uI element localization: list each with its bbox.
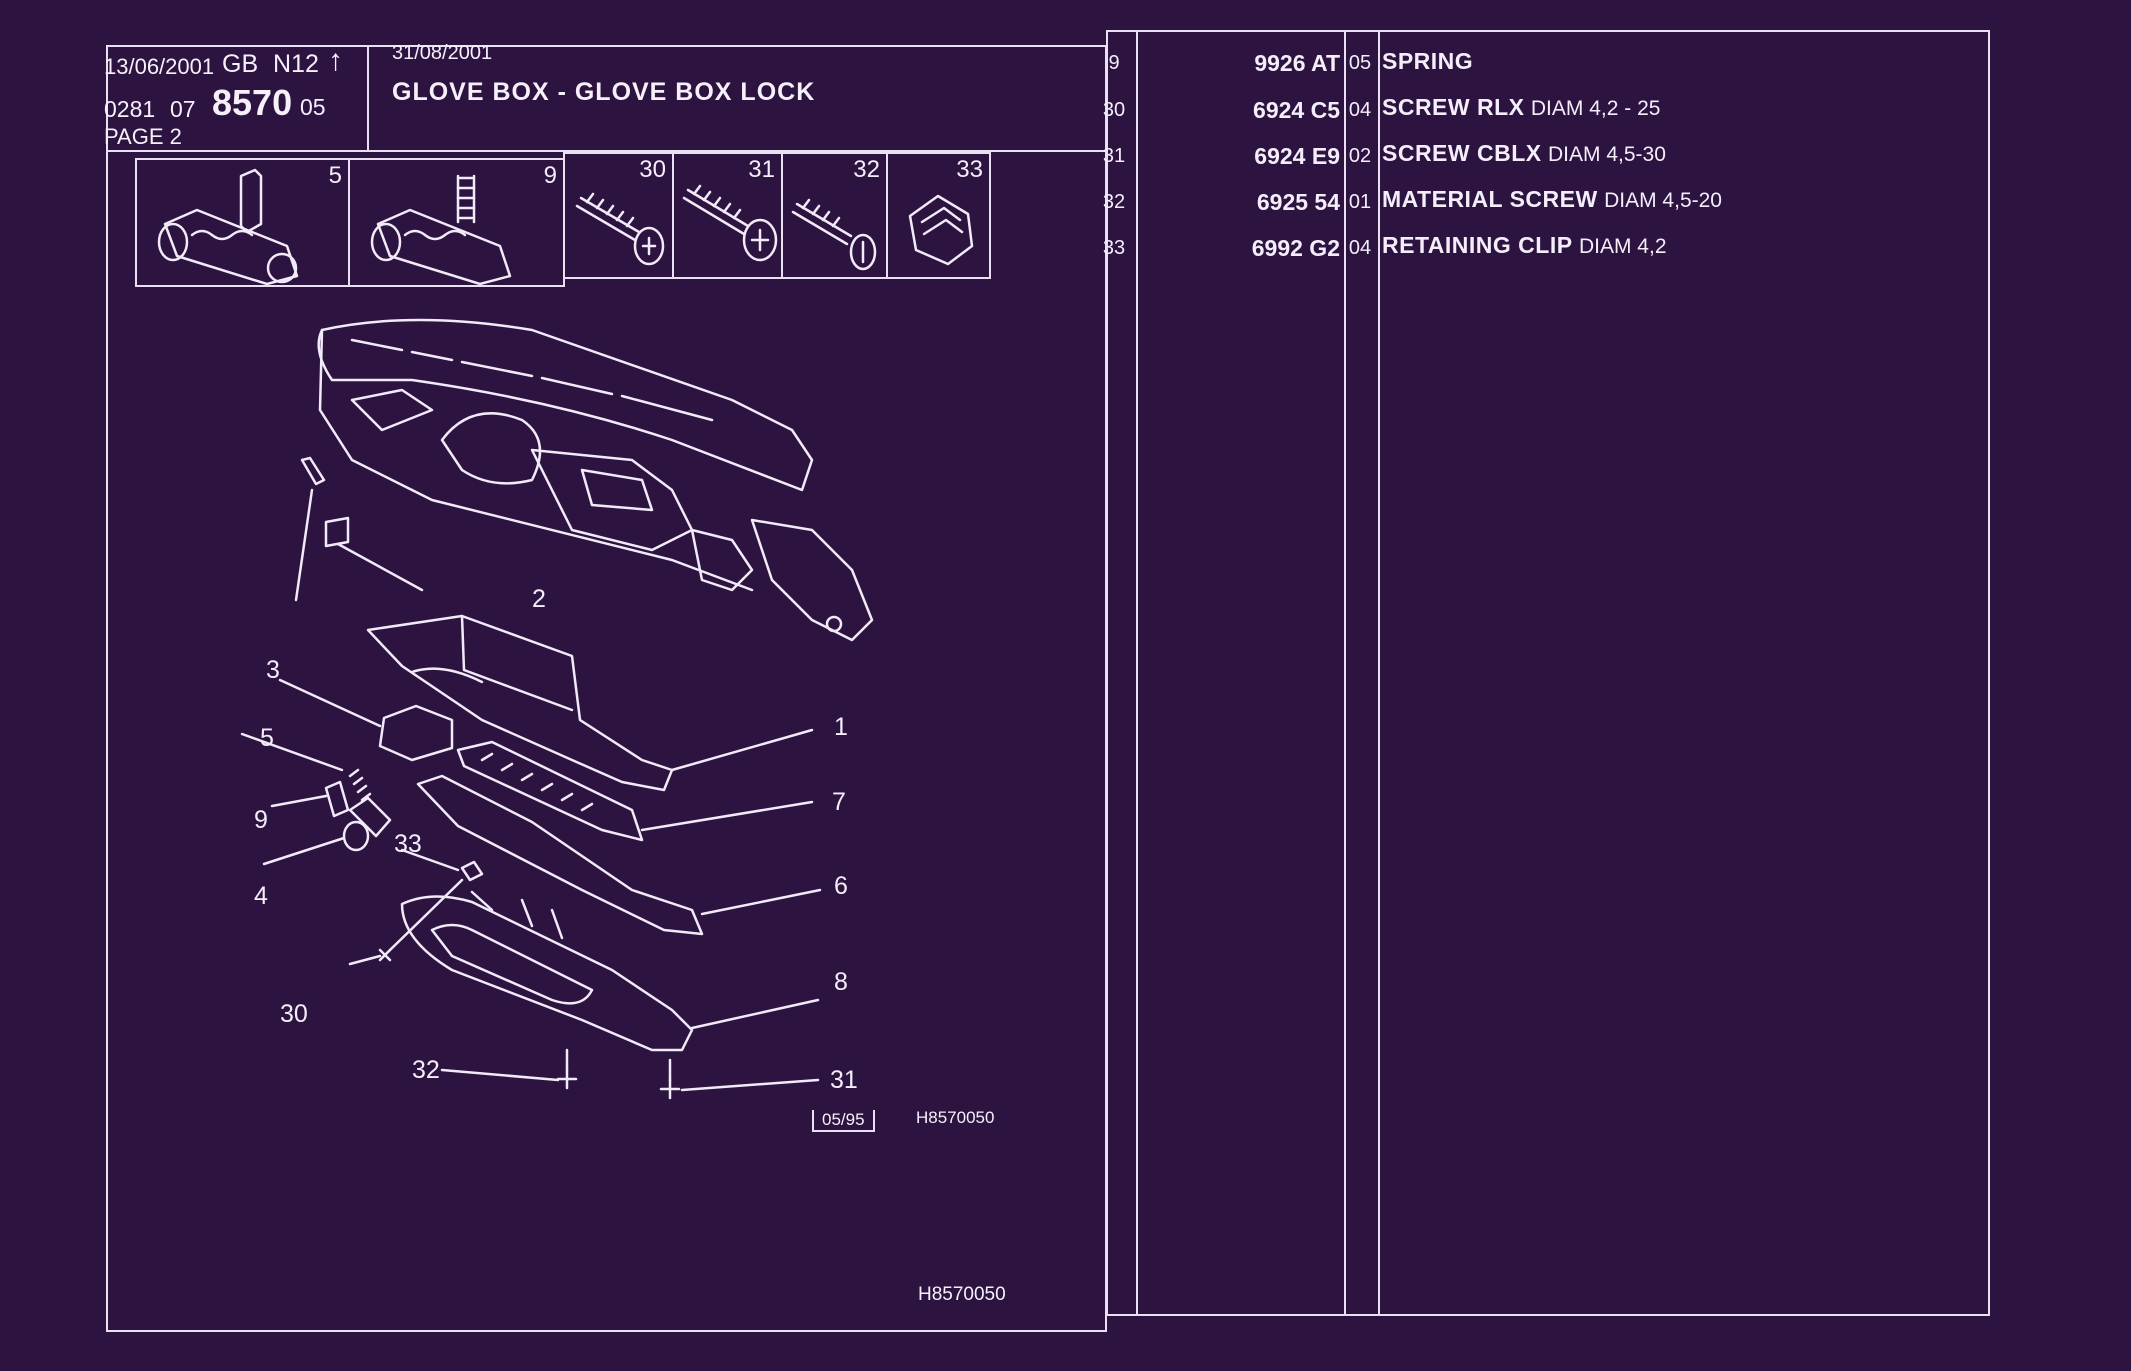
row-name: MATERIAL SCREW [1382, 186, 1598, 212]
arrow-up-icon: ↑ [328, 44, 343, 77]
callout-32: 32 [412, 1056, 440, 1084]
row-description: MATERIAL SCREW DIAM 4,5-20 [1382, 186, 1722, 213]
thumbnail-label: 5 [328, 162, 342, 189]
page-title: GLOVE BOX - GLOVE BOX LOCK [392, 78, 816, 106]
diagram-code: H8570050 [916, 1108, 995, 1127]
row-index: 30 [1102, 99, 1126, 121]
row-index: 9 [1108, 52, 1120, 74]
date-right: 31/08/2001 [392, 42, 493, 64]
callout-1: 1 [834, 713, 848, 741]
screw-icon [682, 184, 778, 262]
date-left: 13/06/2001 [104, 54, 215, 79]
header-bottom-rule [106, 150, 1107, 152]
callout-8: 8 [834, 968, 848, 996]
row-index: 31 [1102, 145, 1126, 167]
row-qty: 05 [1348, 52, 1372, 74]
row-name: SCREW RLX [1382, 94, 1525, 120]
row-reference: 6925 54 [1256, 189, 1340, 215]
row-name: SCREW CBLX [1382, 140, 1542, 166]
thumbnail-label: 33 [956, 156, 983, 183]
header-top-rule [367, 45, 1107, 47]
row-dim: DIAM 4,2 - 25 [1530, 97, 1661, 120]
callout-9: 9 [254, 806, 268, 834]
ref-a: 0281 [104, 96, 156, 122]
thumbnail-30: 30 [563, 152, 674, 279]
callout-7: 7 [832, 788, 846, 816]
thumbnail-label: 32 [853, 156, 880, 183]
screw-icon [791, 198, 877, 271]
right-panel-frame [1106, 30, 1990, 1316]
row-description: RETAINING CLIP DIAM 4,2 [1382, 232, 1667, 259]
thumbnail-5: 5 [135, 158, 350, 287]
ref-b: 07 [170, 96, 196, 122]
thumbnail-label: 31 [748, 156, 775, 183]
row-description: SPRING [1382, 48, 1473, 75]
spring-lock-icon [370, 174, 512, 285]
footer-code: H8570050 [918, 1284, 1006, 1305]
thumbnail-32: 32 [781, 152, 888, 279]
row-qty: 04 [1348, 99, 1372, 121]
callout-3: 3 [266, 656, 280, 684]
row-reference: 6992 G2 [1251, 235, 1340, 261]
row-qty: 02 [1348, 145, 1372, 167]
row-name: SPRING [1382, 48, 1474, 74]
row-qty: 01 [1348, 191, 1372, 213]
thumbnail-33: 33 [886, 152, 991, 279]
lock-cylinder-icon [157, 168, 299, 285]
page-label: PAGE 2 [104, 124, 182, 149]
row-dim: DIAM 4,5-30 [1548, 143, 1666, 166]
callout-4: 4 [254, 882, 268, 910]
row-qty: 04 [1348, 237, 1372, 259]
callout-6: 6 [834, 872, 848, 900]
thumbnail-31: 31 [672, 152, 783, 279]
row-description: SCREW CBLX DIAM 4,5-30 [1382, 140, 1666, 167]
row-index: 33 [1102, 237, 1126, 259]
callout-33: 33 [394, 830, 422, 858]
callout-5: 5 [260, 724, 274, 752]
index-column-rule [1136, 30, 1138, 1316]
row-reference: 9926 AT [1254, 50, 1340, 76]
dashboard-assembly [294, 318, 874, 642]
retaining-clip-icon [908, 194, 974, 266]
group-number: 8570 [212, 82, 293, 123]
market-code: GB [222, 50, 259, 78]
row-reference: 6924 E9 [1254, 143, 1340, 169]
row-reference: 6924 C5 [1253, 97, 1340, 123]
callout-31: 31 [830, 1066, 858, 1094]
row-description: SCREW RLX DIAM 4,2 - 25 [1382, 94, 1660, 121]
row-dim: DIAM 4,5-20 [1604, 189, 1722, 212]
thumbnail-label: 9 [543, 162, 557, 189]
ref-c: 05 [300, 94, 326, 120]
thumbnail-label: 30 [639, 156, 666, 183]
glove-box-exploded-diagram [240, 318, 874, 1100]
row-index: 32 [1102, 191, 1126, 213]
row-name: RETAINING CLIP [1382, 232, 1573, 258]
screw-icon [575, 192, 665, 266]
qty-column-rule [1378, 30, 1380, 1316]
callout-2: 2 [532, 585, 546, 613]
model-code: N12 [273, 50, 319, 78]
callout-30: 30 [280, 1000, 308, 1028]
reference-column-rule [1344, 30, 1346, 1316]
diagram-stamp: 05/95 [812, 1110, 875, 1132]
row-dim: DIAM 4,2 [1578, 235, 1667, 258]
header-divider [367, 45, 369, 151]
thumbnail-9: 9 [348, 158, 565, 287]
